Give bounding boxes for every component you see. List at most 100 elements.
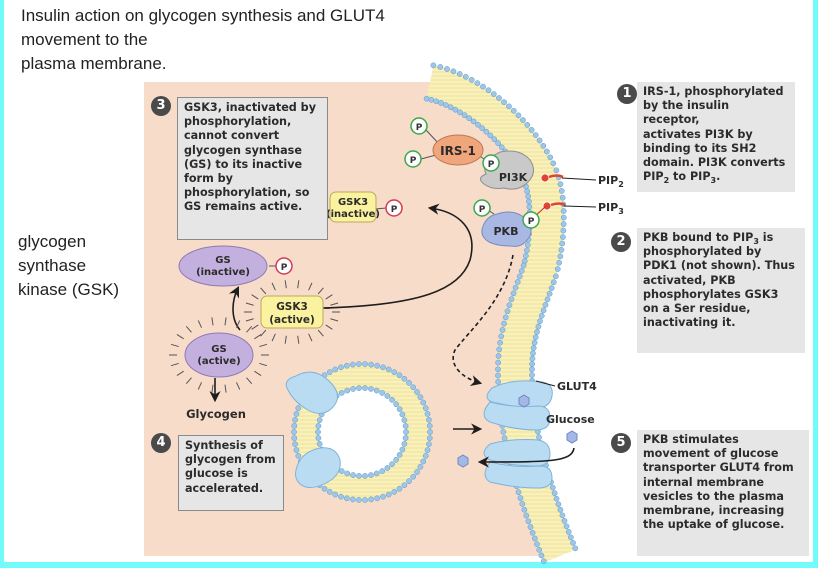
lipid-head — [316, 417, 323, 423]
svg-text:P: P — [410, 156, 417, 166]
lipid-head — [544, 148, 550, 155]
lipid-head — [560, 221, 567, 227]
activity-ray — [308, 333, 313, 342]
lipid-head — [356, 385, 362, 391]
lipid-head — [557, 181, 564, 188]
lipid-head — [437, 64, 444, 70]
step-4-badge: 4 — [151, 433, 171, 453]
activity-ray — [245, 318, 254, 322]
gsk3-inactive-label-1: GSK3 — [338, 197, 368, 208]
lipid-head — [525, 193, 532, 200]
lipid-head — [447, 104, 454, 111]
lipid-head — [338, 493, 344, 500]
lipid-head — [529, 366, 535, 373]
lipid-head — [403, 429, 409, 435]
note-line: GS remains active. — [184, 200, 303, 214]
note-line: internal membrane — [643, 475, 765, 489]
irs1-label: IRS-1 — [440, 144, 476, 158]
activity-ray — [271, 282, 276, 291]
lipid-head — [558, 247, 565, 253]
lipid-head — [450, 68, 457, 75]
lipid-head — [553, 167, 560, 174]
lipid-head — [540, 143, 547, 149]
lipid-head — [536, 546, 543, 553]
lipid-head — [393, 401, 399, 408]
lipid-head — [544, 296, 551, 303]
lipid-head — [572, 545, 579, 552]
lipid-head — [479, 125, 486, 132]
side-label-line: kinase (GSK) — [18, 280, 120, 299]
pip3-lipid — [542, 201, 597, 211]
lipid-head — [356, 497, 362, 503]
lipid-head — [529, 355, 536, 362]
lipid-head — [529, 372, 535, 378]
lipid-head — [424, 447, 431, 453]
pkb-label: PKB — [494, 225, 519, 238]
lipid-head — [420, 458, 427, 465]
gs-activity-rays — [169, 317, 269, 393]
lipid-head — [295, 453, 302, 459]
lipid-head — [498, 333, 505, 340]
lipid-head — [433, 98, 440, 105]
lipid-head — [385, 491, 392, 498]
slide-title: Insulin action on glycogen synthesis and… — [21, 4, 441, 76]
vesicle-glut4-lower — [295, 447, 341, 488]
lipid-head — [530, 350, 536, 357]
lipid-head — [326, 369, 333, 375]
lipid-head — [516, 273, 523, 280]
lipid-head — [560, 214, 567, 221]
lipid-head — [438, 100, 444, 106]
note-line: glucose is — [185, 467, 248, 481]
step-1-note: IRS-1, phosphorylated by the insulin rec… — [637, 82, 795, 192]
lipid-head — [538, 312, 545, 319]
lipid-head — [530, 345, 537, 351]
phosphate-irs1-b: P — [404, 150, 422, 168]
lipid-head — [560, 208, 567, 214]
lipid-head — [452, 106, 459, 113]
activity-ray — [246, 325, 253, 333]
lipid-head — [362, 385, 368, 391]
lipid-head — [546, 290, 553, 297]
lipid-head — [557, 506, 564, 513]
activity-ray — [259, 362, 268, 367]
note-line: movement of glucose — [643, 447, 779, 461]
lipid-head — [495, 353, 502, 359]
lipid-head — [518, 268, 525, 274]
step-3-badge: 3 — [151, 96, 171, 116]
lipid-head — [475, 121, 481, 128]
note-line: cannot convert — [184, 129, 280, 143]
lipid-head — [399, 411, 406, 418]
lipid-head — [520, 117, 526, 123]
lipid-head — [292, 441, 298, 447]
lipid-head — [537, 318, 543, 325]
lipid-head — [293, 411, 300, 417]
lipid-head — [495, 140, 501, 147]
lipid-head — [362, 497, 368, 503]
note-line: by the insulin receptor, — [643, 99, 730, 127]
lipid-head — [321, 485, 328, 492]
lipid-head — [500, 429, 507, 435]
step-4-note: Synthesis of glycogen from glucose is ac… — [178, 435, 284, 511]
lipid-head — [402, 435, 409, 441]
lipid-head — [532, 132, 539, 138]
lipid-head — [496, 346, 503, 353]
lipid-head — [338, 390, 345, 396]
lipid-head — [379, 390, 386, 396]
phosphate-irs1-a: P — [410, 117, 428, 135]
lipid-head — [344, 470, 351, 477]
lipid-head — [427, 429, 433, 435]
activity-ray — [330, 318, 339, 322]
lipid-head — [401, 417, 408, 423]
glut4-vesicle — [285, 361, 433, 503]
glut4-label: GLUT4 — [557, 380, 597, 393]
svg-text:P: P — [488, 160, 495, 170]
lipid-head — [534, 541, 540, 548]
lipid-head — [495, 378, 502, 385]
lipid-head — [462, 73, 469, 80]
glut4-transporter — [483, 380, 553, 489]
lipid-head — [538, 552, 545, 559]
lipid-head — [561, 517, 568, 524]
activity-ray — [254, 334, 262, 340]
gs-inactive-label-1: GS — [215, 255, 230, 266]
